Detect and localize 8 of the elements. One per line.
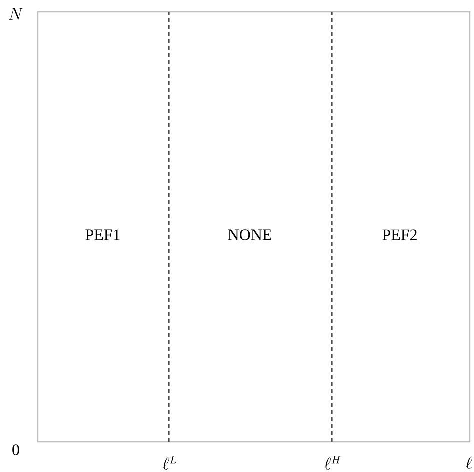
region-label: PEF2 — [382, 230, 417, 240]
tick-label: $\ell^L$ — [162, 456, 177, 470]
region-label: PEF1 — [86, 230, 120, 240]
axis-label: 0 — [12, 444, 20, 456]
axis-label: $N$ — [9, 8, 24, 20]
axis-label: $\ell$ — [466, 456, 472, 470]
region-label: NONE — [228, 230, 272, 240]
tick-label: $\ell^H$ — [324, 456, 341, 470]
